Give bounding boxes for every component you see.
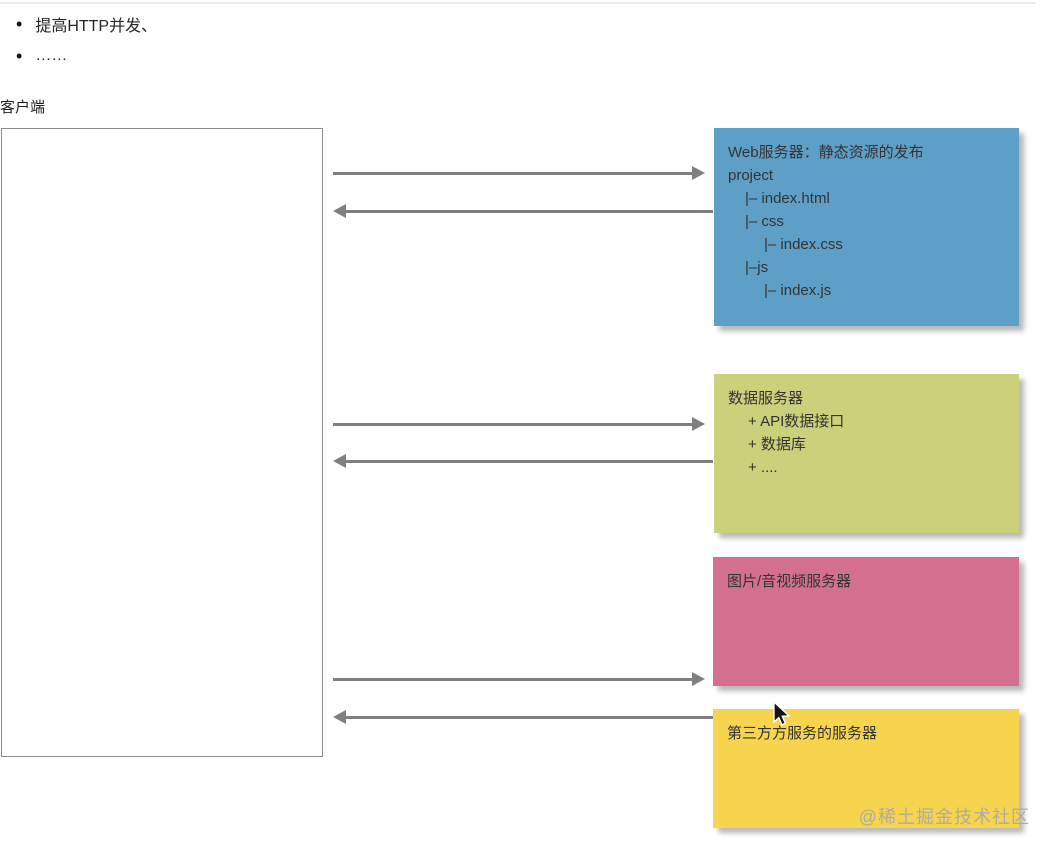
file-tree-line: |– index.html bbox=[745, 190, 830, 207]
media-server-box: 图片/音视频服务器 bbox=[713, 557, 1019, 686]
media-server-title: 图片/音视频服务器 bbox=[727, 573, 852, 590]
response-arrow-left-icon bbox=[333, 710, 713, 724]
third-party-server-box: 第三方方服务的服务器 bbox=[713, 709, 1019, 828]
data-server-line: + 数据库 bbox=[748, 436, 806, 453]
web-server-box: Web服务器：静态资源的发布 project |– index.html |– … bbox=[714, 128, 1019, 326]
file-tree-line: |– css bbox=[745, 213, 784, 230]
request-arrow-right-icon bbox=[333, 166, 705, 180]
client-box bbox=[1, 128, 323, 757]
client-label: 客户端 bbox=[0, 99, 46, 116]
file-tree-line: |–js bbox=[745, 259, 769, 276]
file-tree-line: project bbox=[728, 167, 774, 184]
request-arrow-right-icon bbox=[333, 417, 705, 431]
response-arrow-left-icon bbox=[333, 454, 713, 468]
bullet-text: …… bbox=[35, 47, 68, 64]
bullet-text: 提高HTTP并发、 bbox=[35, 18, 158, 35]
bullet-icon: • bbox=[16, 14, 23, 34]
web-server-title: Web服务器：静态资源的发布 bbox=[728, 144, 924, 161]
bullet-icon: • bbox=[16, 46, 23, 66]
data-server-line: + .... bbox=[748, 459, 778, 476]
request-arrow-right-icon bbox=[333, 672, 705, 686]
mouse-cursor-icon bbox=[768, 700, 794, 735]
data-server-line: + API数据接口 bbox=[748, 413, 845, 430]
data-server-title: 数据服务器 bbox=[728, 390, 804, 407]
bullet-item: • …… bbox=[16, 40, 157, 72]
top-divider bbox=[0, 2, 1036, 4]
response-arrow-left-icon bbox=[333, 204, 713, 218]
bullet-item: • 提高HTTP并发、 bbox=[16, 8, 157, 40]
watermark: @稀土掘金技术社区 bbox=[858, 807, 1030, 827]
bullet-list: • 提高HTTP并发、 • …… bbox=[16, 8, 157, 72]
file-tree-line: |– index.js bbox=[764, 282, 832, 299]
data-server-box: 数据服务器 + API数据接口 + 数据库 + .... bbox=[714, 374, 1019, 533]
file-tree-line: |– index.css bbox=[764, 236, 843, 253]
third-party-server-title: 第三方方服务的服务器 bbox=[727, 725, 878, 742]
